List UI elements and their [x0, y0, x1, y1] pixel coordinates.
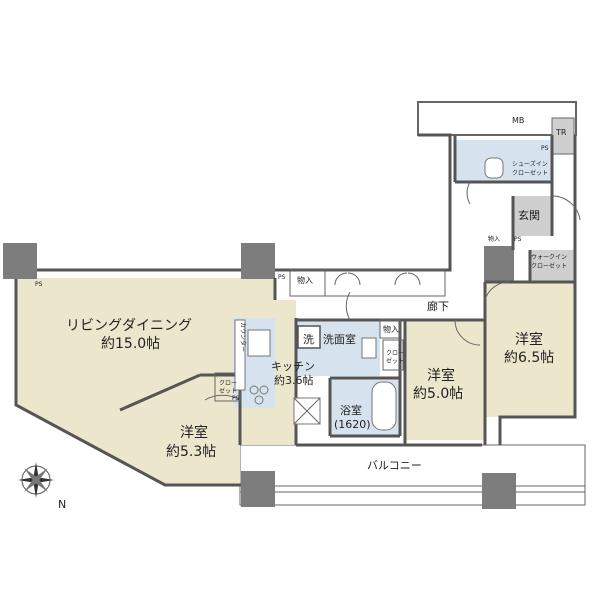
kitchen-counter — [234, 319, 246, 391]
pillar — [3, 243, 37, 279]
stove-burner — [254, 395, 264, 405]
living-size: 約15.0帖 — [101, 336, 160, 352]
pillar — [484, 246, 514, 282]
entrance-area — [513, 196, 553, 236]
corridor-label: 廊下 — [427, 299, 449, 313]
compass-north-label: N — [58, 498, 66, 511]
shoe-closet-line1: シューズイン — [512, 160, 548, 168]
western-room-2-size: 約5.0帖 — [413, 386, 463, 402]
ps-label: PS — [232, 395, 240, 402]
storage-label-c: 物入 — [488, 235, 500, 243]
western-room-2-area — [405, 320, 485, 440]
pillar — [241, 471, 275, 507]
shoe-closet-line2: クローゼット — [512, 169, 548, 177]
washer-label: 洗 — [303, 333, 314, 346]
balcony-label: バルコニー — [367, 459, 422, 472]
storage-label-a: 物入 — [297, 275, 313, 285]
western-room-3-area — [485, 282, 575, 417]
kitchen-name: キッチン — [271, 360, 315, 373]
closet-b-line2: ゼット — [386, 357, 404, 365]
western-room-3-name: 洋室 — [515, 331, 543, 348]
pillar — [482, 473, 516, 509]
tr-label: TR — [555, 128, 567, 137]
counter-label: カウンター — [239, 322, 247, 352]
closet-a-line2: ゼット — [219, 387, 237, 395]
western-room-3-size: 約6.5帖 — [504, 350, 554, 366]
washer-space — [297, 325, 321, 349]
closet-a-line1: クロー — [219, 380, 237, 387]
walkin-closet-line2: クローゼット — [531, 262, 567, 270]
walk-in-closet-area — [530, 250, 575, 282]
western-room-2-name: 洋室 — [427, 367, 455, 384]
storage-label-b: 物入 — [383, 324, 399, 334]
walkin-closet-line1: ウォークイン — [531, 253, 567, 261]
entrance-label: 玄関 — [518, 208, 540, 222]
ps-label: PS — [278, 274, 286, 281]
bath-name: 浴室 — [340, 403, 362, 417]
ps-label: PS — [541, 145, 549, 152]
corridor-area — [300, 298, 485, 320]
bathtub — [371, 381, 397, 431]
western-room-1-name: 洋室 — [180, 424, 208, 441]
mb-ledge — [417, 101, 577, 136]
shoe-in-closet-area — [455, 140, 552, 182]
pillar — [241, 243, 275, 279]
western-room-1-area — [120, 375, 240, 485]
washroom-label: 洗面室 — [323, 332, 356, 346]
stove-burner — [259, 385, 269, 395]
kitchen-size: 約3.6帖 — [274, 373, 314, 387]
ps-label: PS — [514, 236, 522, 243]
washbasin — [361, 337, 377, 359]
closet-b-line1: クロー — [386, 350, 404, 357]
balcony-area — [239, 444, 586, 506]
ps-label: PS — [35, 281, 43, 288]
kitchen-sink — [247, 329, 271, 357]
bath-size: (1620) — [334, 418, 371, 431]
stove-burner — [249, 385, 259, 395]
living-name: リビングダイニング — [66, 318, 192, 334]
mb-label: MB — [512, 116, 524, 125]
toilet — [484, 157, 504, 179]
western-room-1-size: 約5.3帖 — [166, 444, 216, 460]
compass-rose: N — [18, 462, 66, 511]
